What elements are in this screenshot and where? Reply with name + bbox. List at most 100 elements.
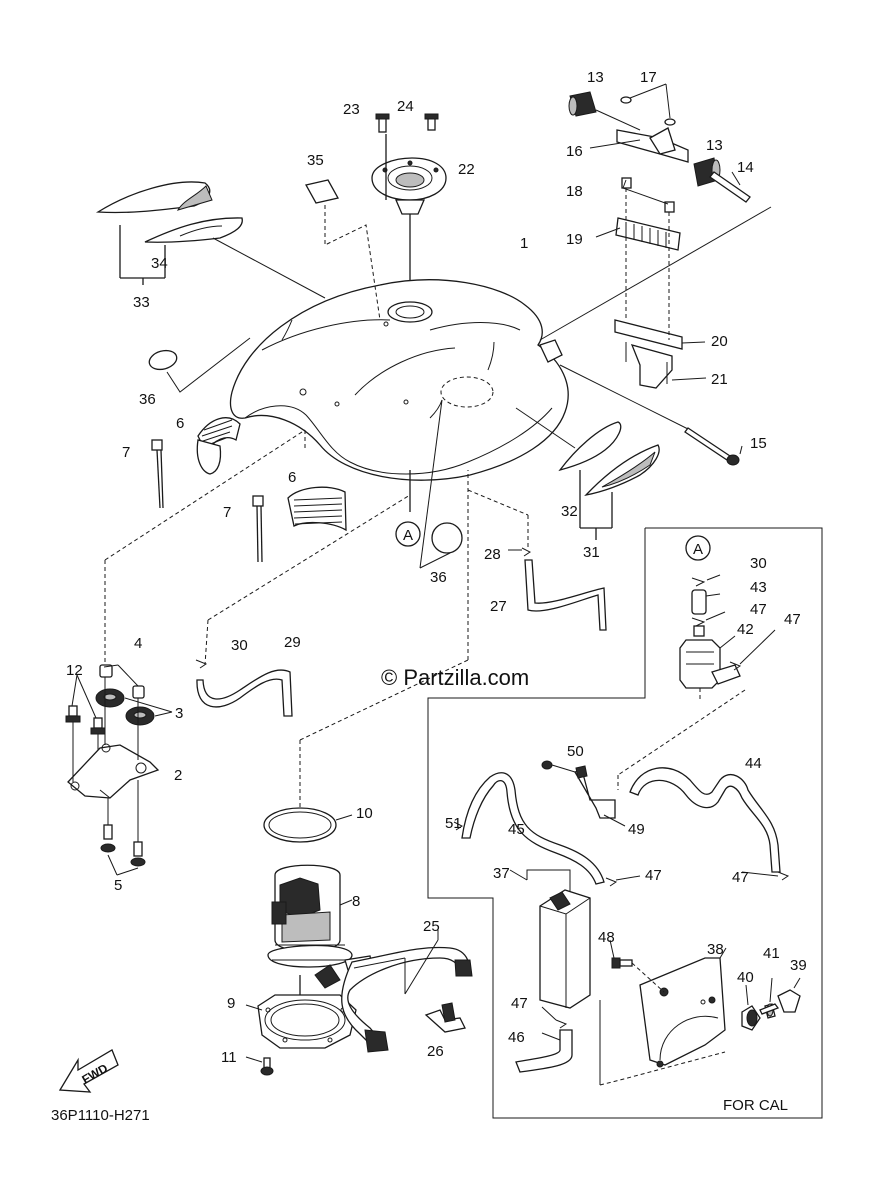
clip-30-left [195, 659, 208, 669]
part-number-29: 29 [284, 634, 301, 651]
part-number-25: 25 [423, 918, 440, 935]
part-number-51: 51 [445, 815, 462, 832]
bolt-15 [684, 427, 743, 466]
filter-assembly [617, 574, 776, 790]
grommet-collar-bolt-39-41 [741, 977, 801, 1031]
part-number-15: 15 [750, 435, 767, 452]
part-number-45: 45 [508, 821, 525, 838]
part-number-7-left: 7 [122, 444, 130, 461]
part-number-12: 12 [66, 662, 83, 679]
callout-a-left [395, 521, 421, 547]
part-number-37: 37 [493, 865, 510, 882]
part-number-9: 9 [227, 995, 235, 1012]
part-number-41: 41 [763, 945, 780, 962]
part-number-39: 39 [790, 957, 807, 974]
part-number-47-b: 47 [784, 611, 801, 628]
side-cover-31-32 [515, 407, 660, 540]
part-number-3: 3 [175, 705, 183, 722]
callout-a-right [685, 535, 711, 561]
part-number-2: 2 [174, 767, 182, 784]
part-number-7-right: 7 [223, 504, 231, 521]
part-number-24: 24 [397, 98, 414, 115]
part-number-50: 50 [567, 743, 584, 760]
emblem-36-top [148, 349, 178, 371]
part-number-36-bottom: 36 [430, 569, 447, 586]
charcoal-canister-37 [509, 869, 591, 1009]
part-number-20: 20 [711, 333, 728, 350]
part-number-16: 16 [566, 143, 583, 160]
part-number-46: 46 [508, 1029, 525, 1046]
retainer-plate-9 [245, 994, 357, 1049]
part-number-17: 17 [640, 69, 657, 86]
part-number-47-a: 47 [750, 601, 767, 618]
canister-leader [599, 1051, 726, 1086]
callout-a-right-label: A [693, 541, 703, 558]
leader-35 [324, 205, 381, 321]
part-number-13-right: 13 [706, 137, 723, 154]
part-number-33: 33 [133, 294, 150, 311]
leader-36-top [166, 337, 251, 393]
filler-cap-assembly [371, 113, 447, 280]
part-number-11: 11 [221, 1049, 237, 1066]
part-number-31: 31 [583, 544, 600, 561]
bracket-49 [541, 760, 626, 827]
part-number-28: 28 [484, 546, 501, 563]
part-number-47-e: 47 [511, 995, 528, 1012]
seat-lock-hardware [539, 83, 772, 431]
part-number-49: 49 [628, 821, 645, 838]
part-number-40: 40 [737, 969, 754, 986]
part-number-4: 4 [134, 635, 142, 652]
part-number-48: 48 [598, 929, 615, 946]
california-canister-box [427, 527, 823, 1119]
emblem-36-bottom [431, 522, 463, 554]
fwd-arrow-icon: FWD [58, 1049, 119, 1093]
part-number-30-right: 30 [750, 555, 767, 572]
side-cover-33-34 [95, 181, 326, 299]
fuel-hose-25 [341, 930, 473, 1053]
canister-bracket-38 [639, 947, 727, 1068]
fuel-tank [229, 279, 569, 481]
screw-48 [609, 939, 665, 993]
part-number-10: 10 [356, 805, 373, 822]
part-number-47-c: 47 [645, 867, 662, 884]
part-number-13-top: 13 [587, 69, 604, 86]
part-number-22: 22 [458, 161, 475, 178]
part-number-5: 5 [114, 877, 122, 894]
part-number-43: 43 [750, 579, 767, 596]
bolt-11 [245, 1056, 274, 1076]
callout-a-left-label: A [403, 527, 413, 544]
decal-35 [305, 179, 339, 204]
part-number-labels: 1 2 3 4 5 6 6 7 7 8 9 10 11 12 13 13 14 … [66, 69, 807, 1066]
hose-45 [453, 772, 641, 887]
part-number-27: 27 [490, 598, 507, 615]
part-number-1: 1 [520, 235, 528, 252]
part-number-42: 42 [737, 621, 754, 638]
damper-6-lower [287, 486, 347, 532]
hose-27 [467, 489, 607, 631]
part-number-44: 44 [745, 755, 762, 772]
part-number-6-lower: 6 [288, 469, 296, 486]
cable-tie-7-left [151, 439, 164, 509]
part-number-32: 32 [561, 503, 578, 520]
gasket-10 [263, 807, 337, 843]
part-number-18: 18 [566, 183, 583, 200]
tank-mount-hardware [65, 429, 306, 876]
part-number-19: 19 [566, 231, 583, 248]
part-number-8: 8 [352, 893, 360, 910]
clamp-26 [424, 1002, 466, 1033]
cal-box-label: FOR CAL [723, 1097, 788, 1114]
hose-46 [515, 1006, 573, 1073]
part-number-14: 14 [737, 159, 754, 176]
part-number-21: 21 [711, 371, 728, 388]
hose-29 [196, 470, 411, 717]
part-number-30-left: 30 [231, 637, 248, 654]
part-number-38: 38 [707, 941, 724, 958]
damper-6-upper [196, 417, 241, 475]
cable-tie-7-right [252, 495, 264, 563]
part-number-35: 35 [307, 152, 324, 169]
hose-44 [629, 767, 790, 881]
diagram-code: 36P1110-H271 [51, 1107, 150, 1124]
part-number-6-upper: 6 [176, 415, 184, 432]
